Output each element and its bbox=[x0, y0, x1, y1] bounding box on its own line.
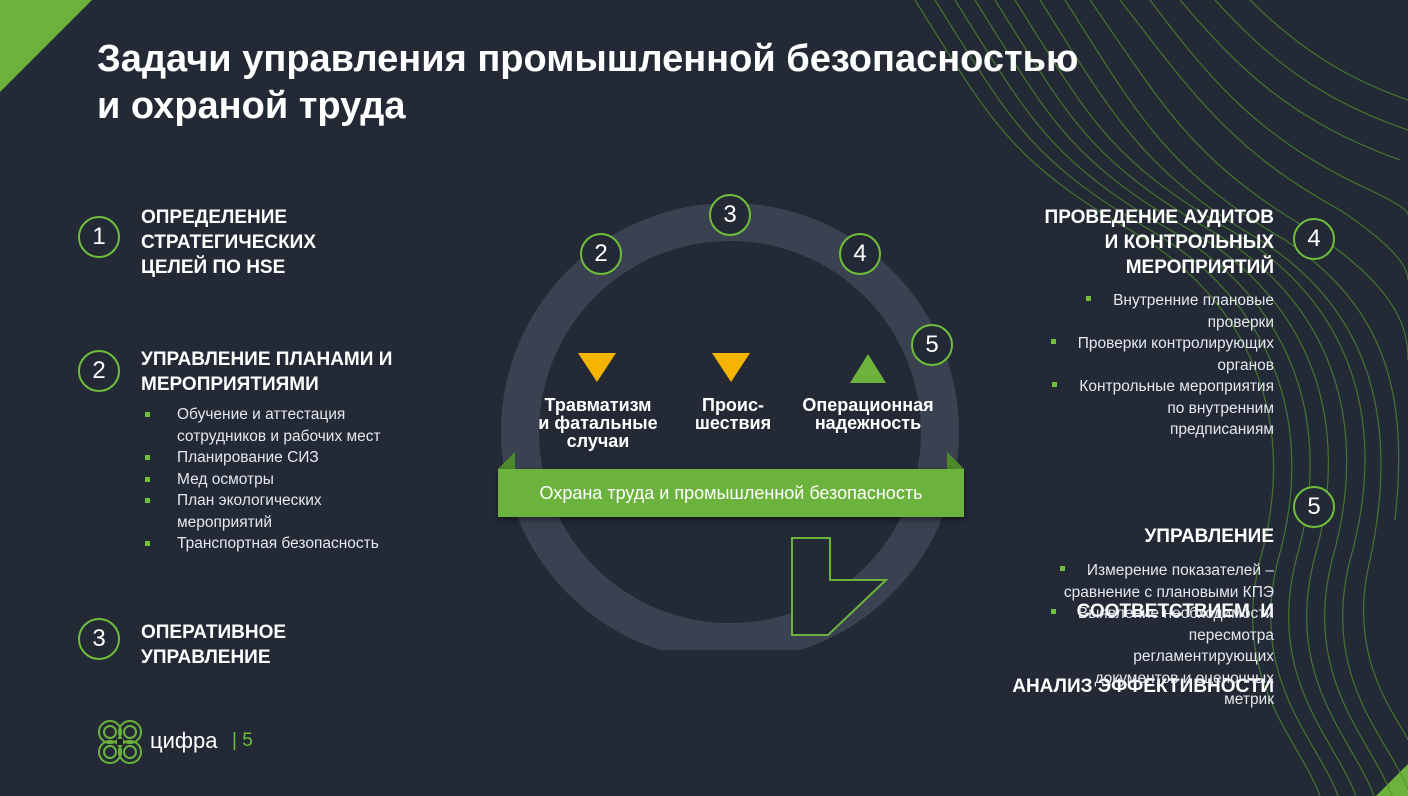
section-3-heading: ОПЕРАТИВНОЕ УПРАВЛЕНИЕ bbox=[141, 620, 286, 670]
list-item: Планирование СИЗ bbox=[143, 447, 381, 469]
logo-text: цифра bbox=[150, 728, 218, 753]
section-4-number: 4 bbox=[1293, 218, 1335, 260]
title-line-2: и охраной труда bbox=[97, 85, 406, 127]
banner-fold-right bbox=[947, 452, 964, 469]
section-5-heading-line: СООТВЕТСТВИЕМ И bbox=[1076, 601, 1274, 622]
section-5-heading-line: АНАЛИЗ ЭФФЕКТИВНОСТИ bbox=[1012, 676, 1274, 697]
section-5-number: 5 bbox=[1293, 486, 1335, 528]
section-5-bullet-list: Измерение показателей –сравнение с плано… bbox=[1050, 560, 1274, 711]
cycle-step-number: 4 bbox=[839, 233, 881, 275]
page-number: | 5 bbox=[232, 730, 253, 751]
corner-triangle-top-left bbox=[0, 0, 92, 92]
section-4-heading-line: МЕРОПРИЯТИЙ bbox=[1125, 257, 1274, 278]
section-4-heading-line: ПРОВЕДЕНИЕ АУДИТОВ bbox=[1044, 207, 1274, 228]
section-2-heading: УПРАВЛЕНИЕ ПЛАНАМИ И МЕРОПРИЯТИЯМИ bbox=[141, 347, 392, 397]
logo-icon bbox=[98, 720, 142, 764]
section-3-number: 3 bbox=[78, 618, 120, 660]
section-1-heading-line: СТРАТЕГИЧЕСКИХ bbox=[141, 232, 317, 253]
cycle-step-number: 3 bbox=[709, 194, 751, 236]
list-item: Мед осмотры bbox=[143, 469, 381, 491]
section-3-heading-line: УПРАВЛЕНИЕ bbox=[141, 647, 271, 668]
banner-fold-left bbox=[498, 452, 515, 469]
page-title: Задачи управления промышленной безопасно… bbox=[97, 36, 1217, 130]
central-banner: Охрана труда и промышленной безопасность bbox=[498, 469, 964, 517]
section-1-number: 1 bbox=[78, 216, 120, 258]
title-line-1: Задачи управления промышленной безопасно… bbox=[97, 38, 1079, 80]
section-3-heading-line: ОПЕРАТИВНОЕ bbox=[141, 622, 287, 643]
section-1-heading: ОПРЕДЕЛЕНИЕ СТРАТЕГИЧЕСКИХ ЦЕЛЕЙ ПО HSE bbox=[141, 205, 316, 280]
cycle-step-number: 2 bbox=[580, 233, 622, 275]
section-1-heading-line: ЦЕЛЕЙ ПО HSE bbox=[141, 257, 286, 278]
green-wave-lines bbox=[914, 0, 1408, 796]
cycle-arrow-outline bbox=[791, 537, 889, 636]
section-2-number: 2 bbox=[78, 350, 120, 392]
kpi-trend-down-icon bbox=[578, 353, 616, 382]
kpi-trend-down-icon bbox=[712, 353, 750, 382]
section-1-heading-line: ОПРЕДЕЛЕНИЕ bbox=[141, 207, 288, 228]
cycle-step-number: 5 bbox=[911, 324, 953, 366]
section-5-heading-line: УПРАВЛЕНИЕ bbox=[1144, 526, 1274, 547]
section-5-heading: УПРАВЛЕНИЕ СООТВЕТСТВИЕМ И АНАЛИЗ ЭФФЕКТ… bbox=[1012, 474, 1274, 724]
section-2-heading-line: МЕРОПРИЯТИЯМИ bbox=[141, 374, 319, 395]
kpi-trend-up-icon bbox=[850, 354, 886, 383]
kpi-label-incidents: Проис-шествия bbox=[694, 395, 772, 433]
list-item: Измерение показателей –сравнение с плано… bbox=[1051, 560, 1274, 603]
list-item: Транспортная безопасность bbox=[143, 533, 381, 555]
section-4-heading-line: И КОНТРОЛЬНЫХ bbox=[1104, 232, 1274, 253]
section-4-heading: ПРОВЕДЕНИЕ АУДИТОВ И КОНТРОЛЬНЫХ МЕРОПРИ… bbox=[1045, 205, 1274, 280]
section-2-heading-line: УПРАВЛЕНИЕ ПЛАНАМИ И bbox=[141, 349, 393, 370]
